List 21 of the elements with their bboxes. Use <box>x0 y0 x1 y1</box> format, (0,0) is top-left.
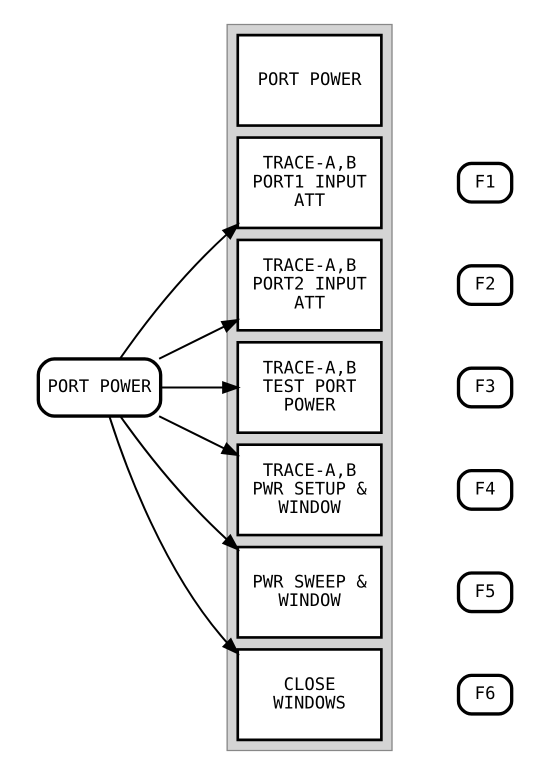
node-box: TRACE-A,B PORT1 INPUT ATT <box>236 136 382 230</box>
arrow <box>160 380 240 394</box>
node-box: F2 <box>456 264 513 306</box>
arrow <box>108 416 240 656</box>
node-box: F4 <box>456 468 513 511</box>
node-box: F1 <box>456 162 513 204</box>
cluster <box>226 24 392 752</box>
node-box: F6 <box>456 674 513 716</box>
node-box: PORT POWER <box>36 357 162 418</box>
arrow <box>158 318 240 360</box>
node-box: F5 <box>456 571 513 614</box>
arrow <box>118 222 240 359</box>
node-box: PORT POWER <box>236 34 382 127</box>
node-box: CLOSE WINDOWS <box>236 648 382 742</box>
node-box: PWR SWEEP & WINDOW <box>236 546 382 639</box>
node-box: F3 <box>456 366 513 408</box>
node-box: TRACE-A,B TEST PORT POWER <box>236 340 382 434</box>
node-box: TRACE-A,B PWR SETUP & WINDOW <box>236 443 382 536</box>
arrow <box>119 416 240 552</box>
arrow <box>158 415 240 456</box>
node-box: TRACE-A,B PORT2 INPUT ATT <box>236 238 382 332</box>
